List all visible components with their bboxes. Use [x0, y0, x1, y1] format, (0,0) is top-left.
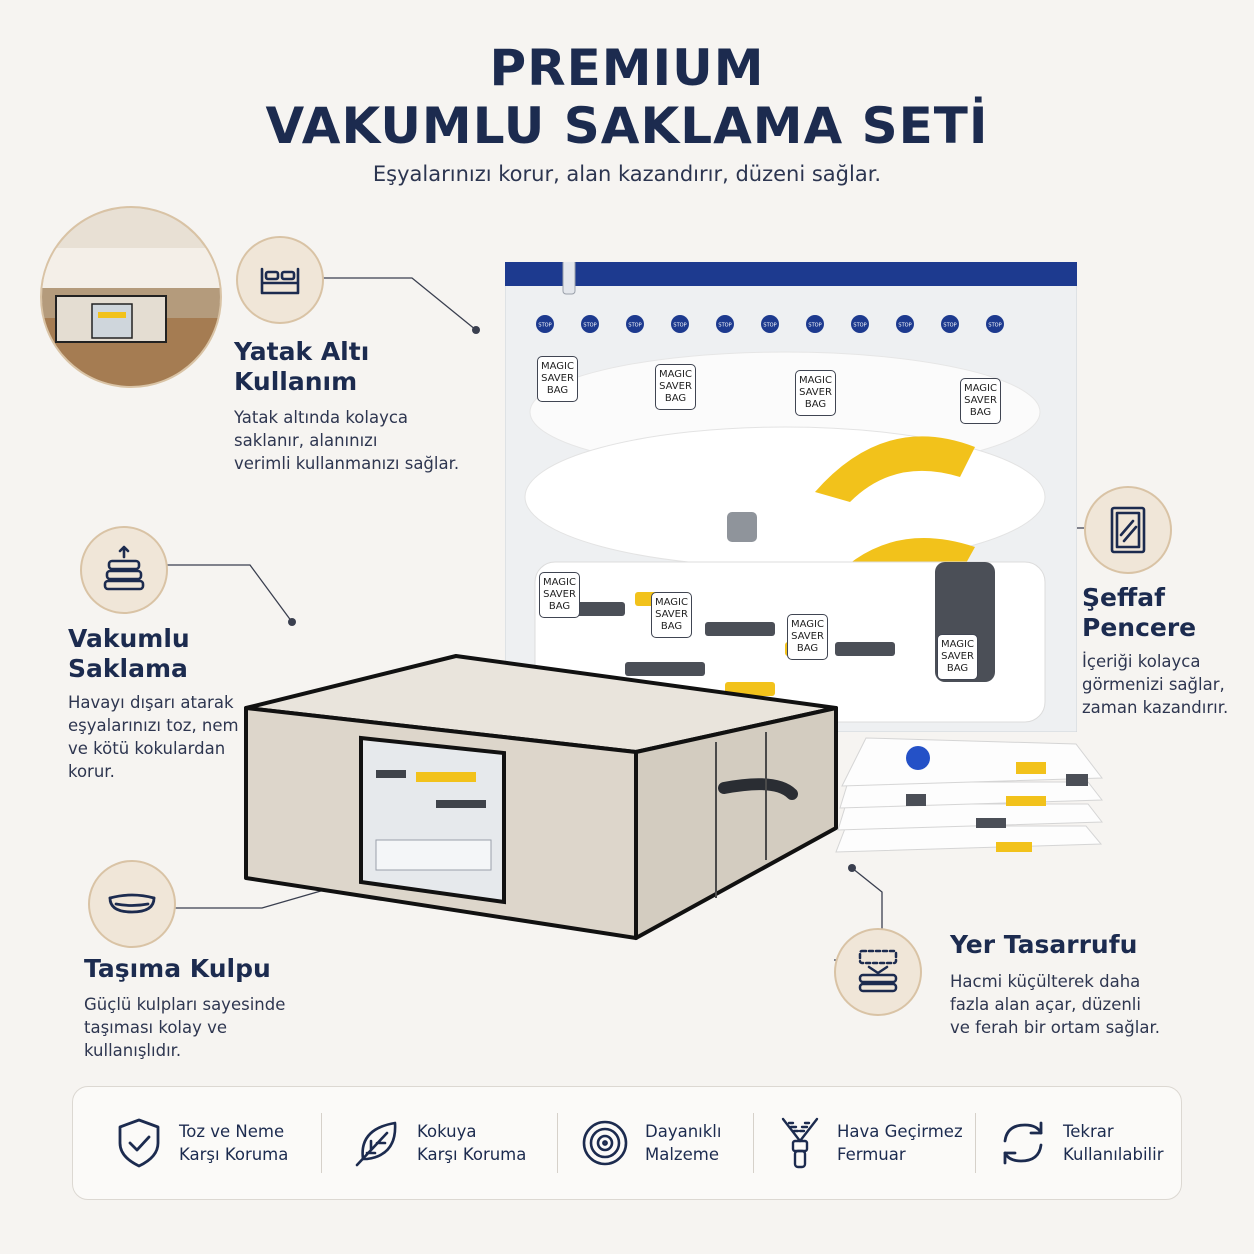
zipper-stop-marker — [896, 315, 914, 333]
zipper-stop-marker — [536, 315, 554, 333]
feature-title: Yatak Altı Kullanım — [234, 337, 370, 396]
zipper-stop-label: STOP — [718, 323, 731, 329]
space-saving-icon — [858, 949, 898, 993]
zipper-stop-marker — [716, 315, 734, 333]
zipper-stop-label: STOP — [808, 323, 821, 329]
feature-vacuum-icon-circle — [80, 526, 168, 614]
divider — [321, 1113, 322, 1173]
storage-box-image — [236, 650, 838, 942]
zipper-stop-label: STOP — [763, 323, 776, 329]
bed-icon — [260, 267, 300, 295]
shield-check-icon — [118, 1118, 160, 1168]
benefit-label: Malzeme — [645, 1145, 719, 1164]
vacuum-bag-image: STOP STOP STOP STOP STOP STOP STOP STOP STOP STOP… — [504, 259, 1078, 733]
durability-rings-icon — [582, 1120, 628, 1166]
zipper-stop-label: STOP — [988, 323, 1001, 329]
page-title-line1: PREMIUM — [489, 39, 765, 97]
divider — [753, 1113, 754, 1173]
zipper-stop-marker — [851, 315, 869, 333]
feature-title: Vakumlu Saklama — [68, 624, 190, 683]
feature-title: Şeffaf Pencere — [1082, 583, 1197, 642]
feature-description: Havayı dışarı atarak eşyalarınızı toz, n… — [68, 693, 239, 781]
zipper-stop-marker — [761, 315, 779, 333]
under-bed-photo — [40, 206, 222, 388]
benefit-label: Karşı Koruma — [179, 1145, 289, 1164]
handle-icon — [108, 893, 156, 914]
zipper-stop-marker — [671, 315, 689, 333]
zipper-stop-marker — [626, 315, 644, 333]
zipper-stop-label: STOP — [943, 323, 956, 329]
benefit-label: Fermuar — [837, 1145, 906, 1164]
feature-description: Yatak altında kolayca saklanır, alanınız… — [234, 408, 460, 473]
leaf-icon — [355, 1121, 397, 1167]
benefit-label: Toz ve Neme — [179, 1122, 285, 1141]
zipper-stop-label: STOP — [538, 323, 551, 329]
benefit-label: Kokuya — [417, 1122, 477, 1141]
zipper-stop-marker — [806, 315, 824, 333]
feature-space-icon-circle — [834, 928, 922, 1016]
zipper-stop-label: STOP — [673, 323, 686, 329]
window-icon — [1110, 506, 1146, 554]
benefit-label: Tekrar — [1063, 1122, 1114, 1141]
zipper-stop-label: STOP — [583, 323, 596, 329]
zipper-icon — [781, 1117, 819, 1169]
zipper-stop-label: STOP — [853, 323, 866, 329]
page-subtitle: Eşyalarınızı korur, alan kazandırır, düz… — [372, 162, 882, 186]
benefit-label: Kullanılabilir — [1063, 1145, 1164, 1164]
zipper-stop-marker — [581, 315, 599, 333]
feature-handle-icon-circle — [88, 860, 176, 948]
zipper-stop-marker — [986, 315, 1004, 333]
feature-description: Güçlü kulpları sayesinde taşıması kolay … — [84, 995, 286, 1060]
zipper-stop-label: STOP — [628, 323, 641, 329]
feature-title: Yer Tasarrufu — [950, 930, 1138, 959]
benefit-label: Dayanıklı — [645, 1122, 722, 1141]
feature-description: Hacmi küçülterek daha fazla alan açar, d… — [950, 972, 1160, 1037]
zipper-stop-label: STOP — [898, 323, 911, 329]
divider — [557, 1113, 558, 1173]
zipper-stop-marker — [941, 315, 959, 333]
reuse-arrows-icon — [1003, 1121, 1043, 1165]
benefit-label: Hava Geçirmez — [837, 1122, 963, 1141]
feature-window-icon-circle — [1084, 486, 1172, 574]
divider — [975, 1113, 976, 1173]
page-title-line2: VAKUMLU SAKLAMA SETİ — [265, 97, 989, 155]
feature-title: Taşıma Kulpu — [84, 954, 271, 983]
feature-description: İçeriği kolayca görmenizi sağlar, zaman … — [1082, 652, 1229, 717]
compressed-stack-icon — [103, 545, 145, 591]
compressed-bags-image — [826, 734, 1106, 858]
benefit-label: Karşı Koruma — [417, 1145, 527, 1164]
feature-bed-icon-circle — [236, 236, 324, 324]
